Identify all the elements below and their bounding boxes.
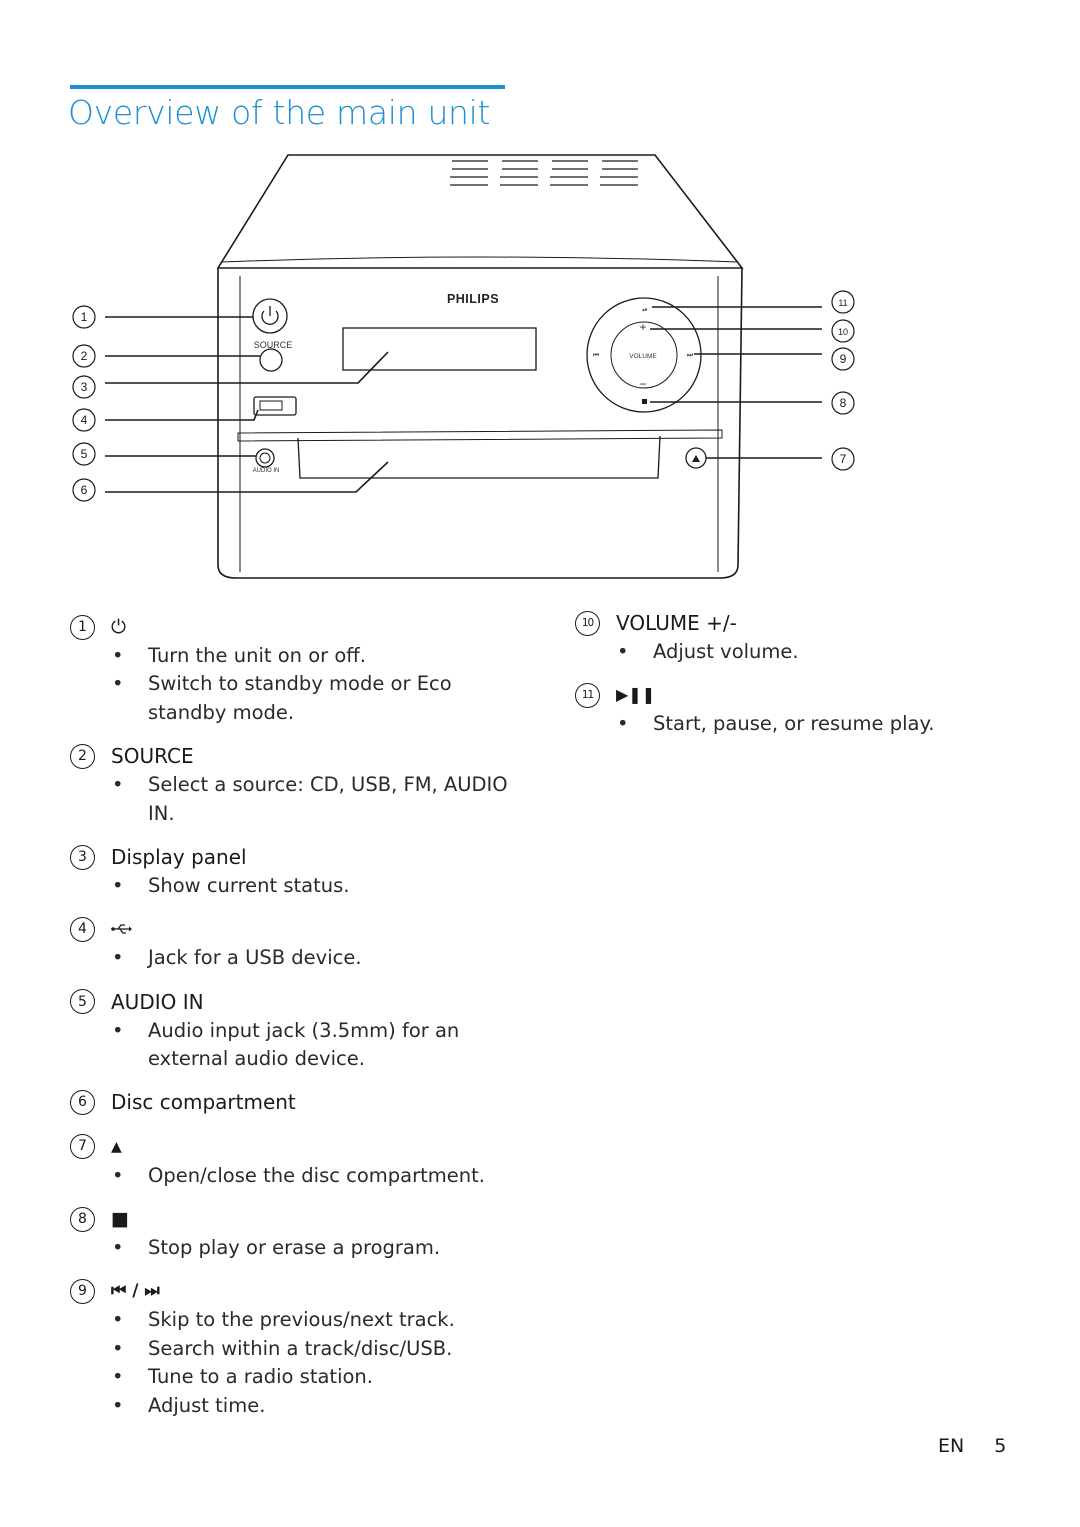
item-list-right: 10 VOLUME +/- Adjust volume. 11 ▶❚❚ Star… [575,608,995,753]
item-number: 11 [575,682,600,708]
item-heading: Disc compartment [111,1090,296,1115]
item-heading: AUDIO IN [111,989,204,1014]
list-item: Switch to standby mode or Eco standby mo… [106,670,510,727]
item-display-panel: 3 Display panel Show current status. [70,842,510,901]
list-item: Show current status. [106,872,510,901]
list-item: Turn the unit on or off. [106,642,510,671]
eject-icon: ▲ [111,1138,122,1155]
callout-1: 1 [81,310,88,324]
item-power: 1 ⏻ Turn the unit on or off. Switch to s… [70,612,510,727]
item-number: 4 [70,916,95,942]
svg-text:+: + [639,320,646,334]
item-number: 10 [575,610,600,636]
item-heading: VOLUME +/- [616,610,737,635]
item-stop: 8 ■ Stop play or erase a program. [70,1204,510,1263]
callout-10: 10 [838,327,848,337]
item-prev-next: 9 ⏮ / ⏭ Skip to the previous/next track.… [70,1276,510,1421]
callout-11: 11 [838,298,847,308]
item-audio-in: 5 AUDIO IN Audio input jack (3.5mm) for … [70,987,510,1074]
list-item: Audio input jack (3.5mm) for an external… [106,1017,510,1074]
item-eject: 7 ▲ Open/close the disc compartment. [70,1132,510,1190]
item-number: 3 [70,844,95,870]
prev-next-icon: ⏮ / ⏭ [111,1280,160,1301]
callout-3: 3 [81,380,88,394]
list-item: Search within a track/disc/USB. [106,1335,510,1364]
list-item: Start, pause, or resume play. [611,710,995,739]
power-icon: ⏻ [111,615,127,638]
list-item: Open/close the disc compartment. [106,1162,510,1191]
callout-8: 8 [840,396,847,410]
usb-icon [111,924,132,935]
callout-7: 7 [840,452,847,466]
callout-5: 5 [81,447,88,461]
svg-text:⏯: ⏯ [642,307,648,314]
callout-4: 4 [81,413,88,427]
main-unit-diagram: SOURCE AUDIO IN VOLUME + − ⏮ ⏭ ⏯ PHILIPS… [72,154,855,579]
callout-6: 6 [81,483,88,497]
page-title: Overview of the main unit [68,93,491,132]
callout-9: 9 [840,352,847,366]
item-volume: 10 VOLUME +/- Adjust volume. [575,608,995,667]
item-number: 8 [70,1206,95,1232]
audio-in-label: AUDIO IN [253,468,280,474]
source-button-label: SOURCE [254,340,293,350]
svg-text:⏭: ⏭ [687,352,694,359]
item-disc-compartment: 6 Disc compartment [70,1088,510,1118]
list-item: Adjust time. [106,1392,510,1421]
list-item: Jack for a USB device. [106,944,510,973]
footer-language: EN [938,1435,965,1457]
item-list-left: 1 ⏻ Turn the unit on or off. Switch to s… [70,612,510,1434]
list-item: Select a source: CD, USB, FM, AUDIO IN. [106,771,510,828]
svg-text:⏮: ⏮ [593,352,599,359]
page-number: 5 [994,1435,1007,1457]
list-item: Tune to a radio station. [106,1363,510,1392]
play-pause-icon: ▶❚❚ [616,685,656,705]
list-item: Stop play or erase a program. [106,1234,510,1263]
item-number: 6 [70,1090,95,1116]
brand-logo: PHILIPS [447,292,499,306]
title-rule [70,85,505,89]
item-heading: Display panel [111,844,247,869]
item-play-pause: 11 ▶❚❚ Start, pause, or resume play. [575,680,995,739]
callout-2: 2 [81,349,88,363]
item-number: 9 [70,1278,95,1304]
item-number: 1 [70,614,95,640]
item-usb: 4 Jack for a USB device. [70,914,510,973]
svg-text:−: − [639,377,646,391]
item-number: 5 [70,989,95,1015]
item-heading: SOURCE [111,744,194,769]
stop-icon: ■ [111,1207,129,1230]
list-item: Adjust volume. [611,638,995,667]
list-item: Skip to the previous/next track. [106,1306,510,1335]
item-number: 2 [70,743,95,769]
item-source: 2 SOURCE Select a source: CD, USB, FM, A… [70,741,510,828]
volume-label: VOLUME [629,353,657,360]
page-footer: EN 5 [938,1435,1006,1457]
item-number: 7 [70,1134,95,1160]
